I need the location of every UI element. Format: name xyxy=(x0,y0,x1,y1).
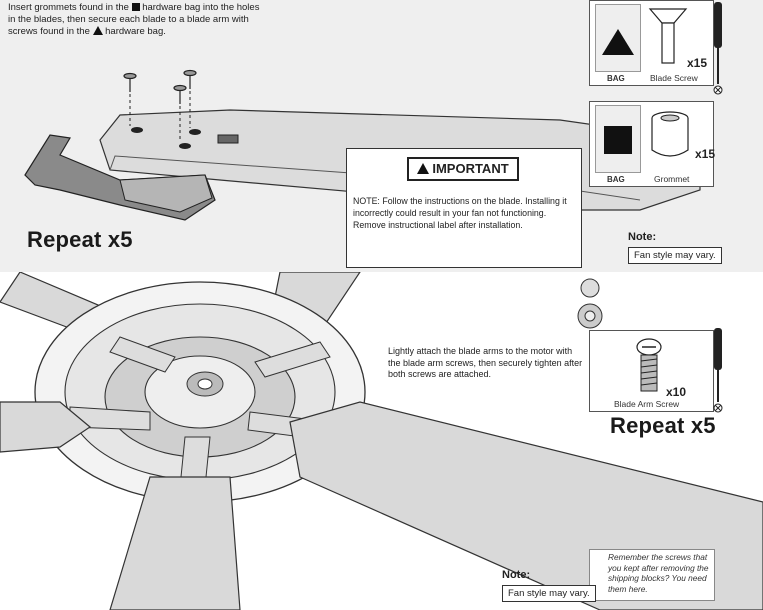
blade-arm-screw-icon xyxy=(636,338,662,392)
note-text-top: Fan style may vary. xyxy=(628,247,722,264)
square-bag-icon xyxy=(131,3,140,11)
important-notice: IMPORTANT NOTE: Follow the instructions … xyxy=(346,148,582,268)
grommet-icon xyxy=(651,111,689,157)
important-text: NOTE: Follow the instructions on the bla… xyxy=(353,196,567,230)
square-symbol-icon xyxy=(604,126,632,154)
blade-screw-hardware-card: BAG x15 Blade Screw xyxy=(589,0,714,86)
important-heading: IMPORTANT xyxy=(407,157,519,181)
note-label-top: Note: xyxy=(628,231,657,243)
note-text-bottom: Fan style may vary. xyxy=(502,585,596,602)
triangle-bag-icon xyxy=(92,26,103,35)
top-step-panel: Insert grommets found in the hardware ba… xyxy=(0,0,763,272)
hardware-bag xyxy=(595,105,641,173)
remember-callout: Remember the screws that you kept after … xyxy=(589,549,715,601)
top-instruction: Insert grommets found in the hardware ba… xyxy=(8,2,260,37)
grommet-hardware-card: BAG x15 Grommet xyxy=(589,101,715,187)
fan-motor-illustration xyxy=(0,272,763,610)
shipping-block-screw-icon xyxy=(577,278,603,329)
blade-screw-icon xyxy=(648,8,688,64)
hardware-bag xyxy=(595,4,641,72)
triangle-symbol-icon xyxy=(602,29,634,55)
remember-text: Remember the screws that you kept after … xyxy=(608,552,709,594)
warning-icon xyxy=(417,163,430,174)
note-label-bottom: Note: xyxy=(502,569,531,581)
bottom-instruction: Lightly attach the blade arms to the mot… xyxy=(388,346,583,379)
bottom-step-panel: Lightly attach the blade arms to the mot… xyxy=(0,272,763,610)
screwdriver-icon xyxy=(713,2,723,95)
screwdriver-icon xyxy=(713,328,723,413)
repeat-count-top: Repeat x5 xyxy=(27,227,133,252)
blade-arm-screw-hardware-card: x10 Blade Arm Screw xyxy=(589,330,714,412)
repeat-count-bottom: Repeat x5 xyxy=(610,413,716,438)
